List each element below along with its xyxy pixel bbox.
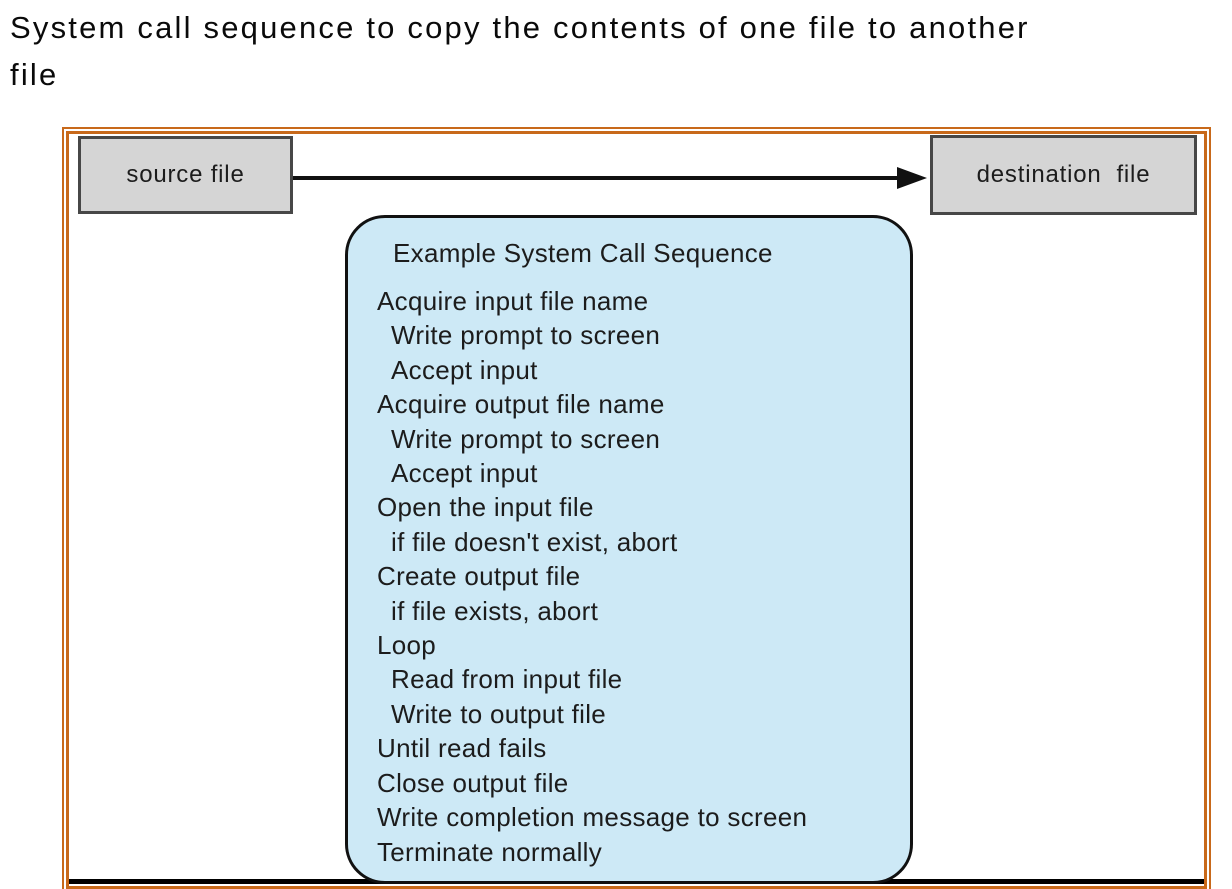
syscall-sequence-box: Example System Call Sequence Acquire inp… — [345, 215, 913, 884]
syscall-step: Acquire output file name — [377, 389, 665, 420]
syscall-step: if file exists, abort — [391, 595, 599, 626]
destination-file-box: destination file — [930, 135, 1197, 215]
page-title-line-2: file — [10, 57, 59, 92]
syscall-step: Terminate normally — [377, 836, 603, 867]
syscall-step: Open the input file — [377, 492, 594, 523]
syscall-step: Write completion message to screen — [377, 802, 808, 833]
syscall-step: Accept input — [391, 354, 538, 385]
syscall-step: Accept input — [391, 458, 538, 489]
syscall-step: Loop — [377, 630, 437, 661]
destination-file-label: destination file — [976, 161, 1151, 188]
copy-arrow-line — [293, 176, 899, 180]
syscall-step: Write to output file — [391, 698, 607, 729]
syscall-step: Create output file — [377, 561, 581, 592]
source-file-label: source file — [126, 161, 245, 188]
syscall-step: Write prompt to screen — [391, 423, 661, 454]
page-title: System call sequence to copy the content… — [10, 4, 1030, 98]
syscall-step: Read from input file — [391, 664, 623, 695]
syscall-step: Until read fails — [377, 733, 547, 764]
syscall-step: Acquire input file name — [377, 286, 649, 316]
source-file-box: source file — [78, 136, 293, 214]
syscall-step: if file doesn't exist, abort — [391, 526, 678, 557]
syscall-sequence-header: Example System Call Sequence — [393, 238, 773, 268]
page-title-line-1: System call sequence to copy the content… — [10, 10, 1030, 45]
syscall-step: Close output file — [377, 767, 569, 798]
copy-arrow-head-icon — [897, 167, 927, 189]
syscall-step: Write prompt to screen — [391, 320, 661, 351]
diagram-frame: source file destination file Example Sys… — [62, 127, 1211, 889]
